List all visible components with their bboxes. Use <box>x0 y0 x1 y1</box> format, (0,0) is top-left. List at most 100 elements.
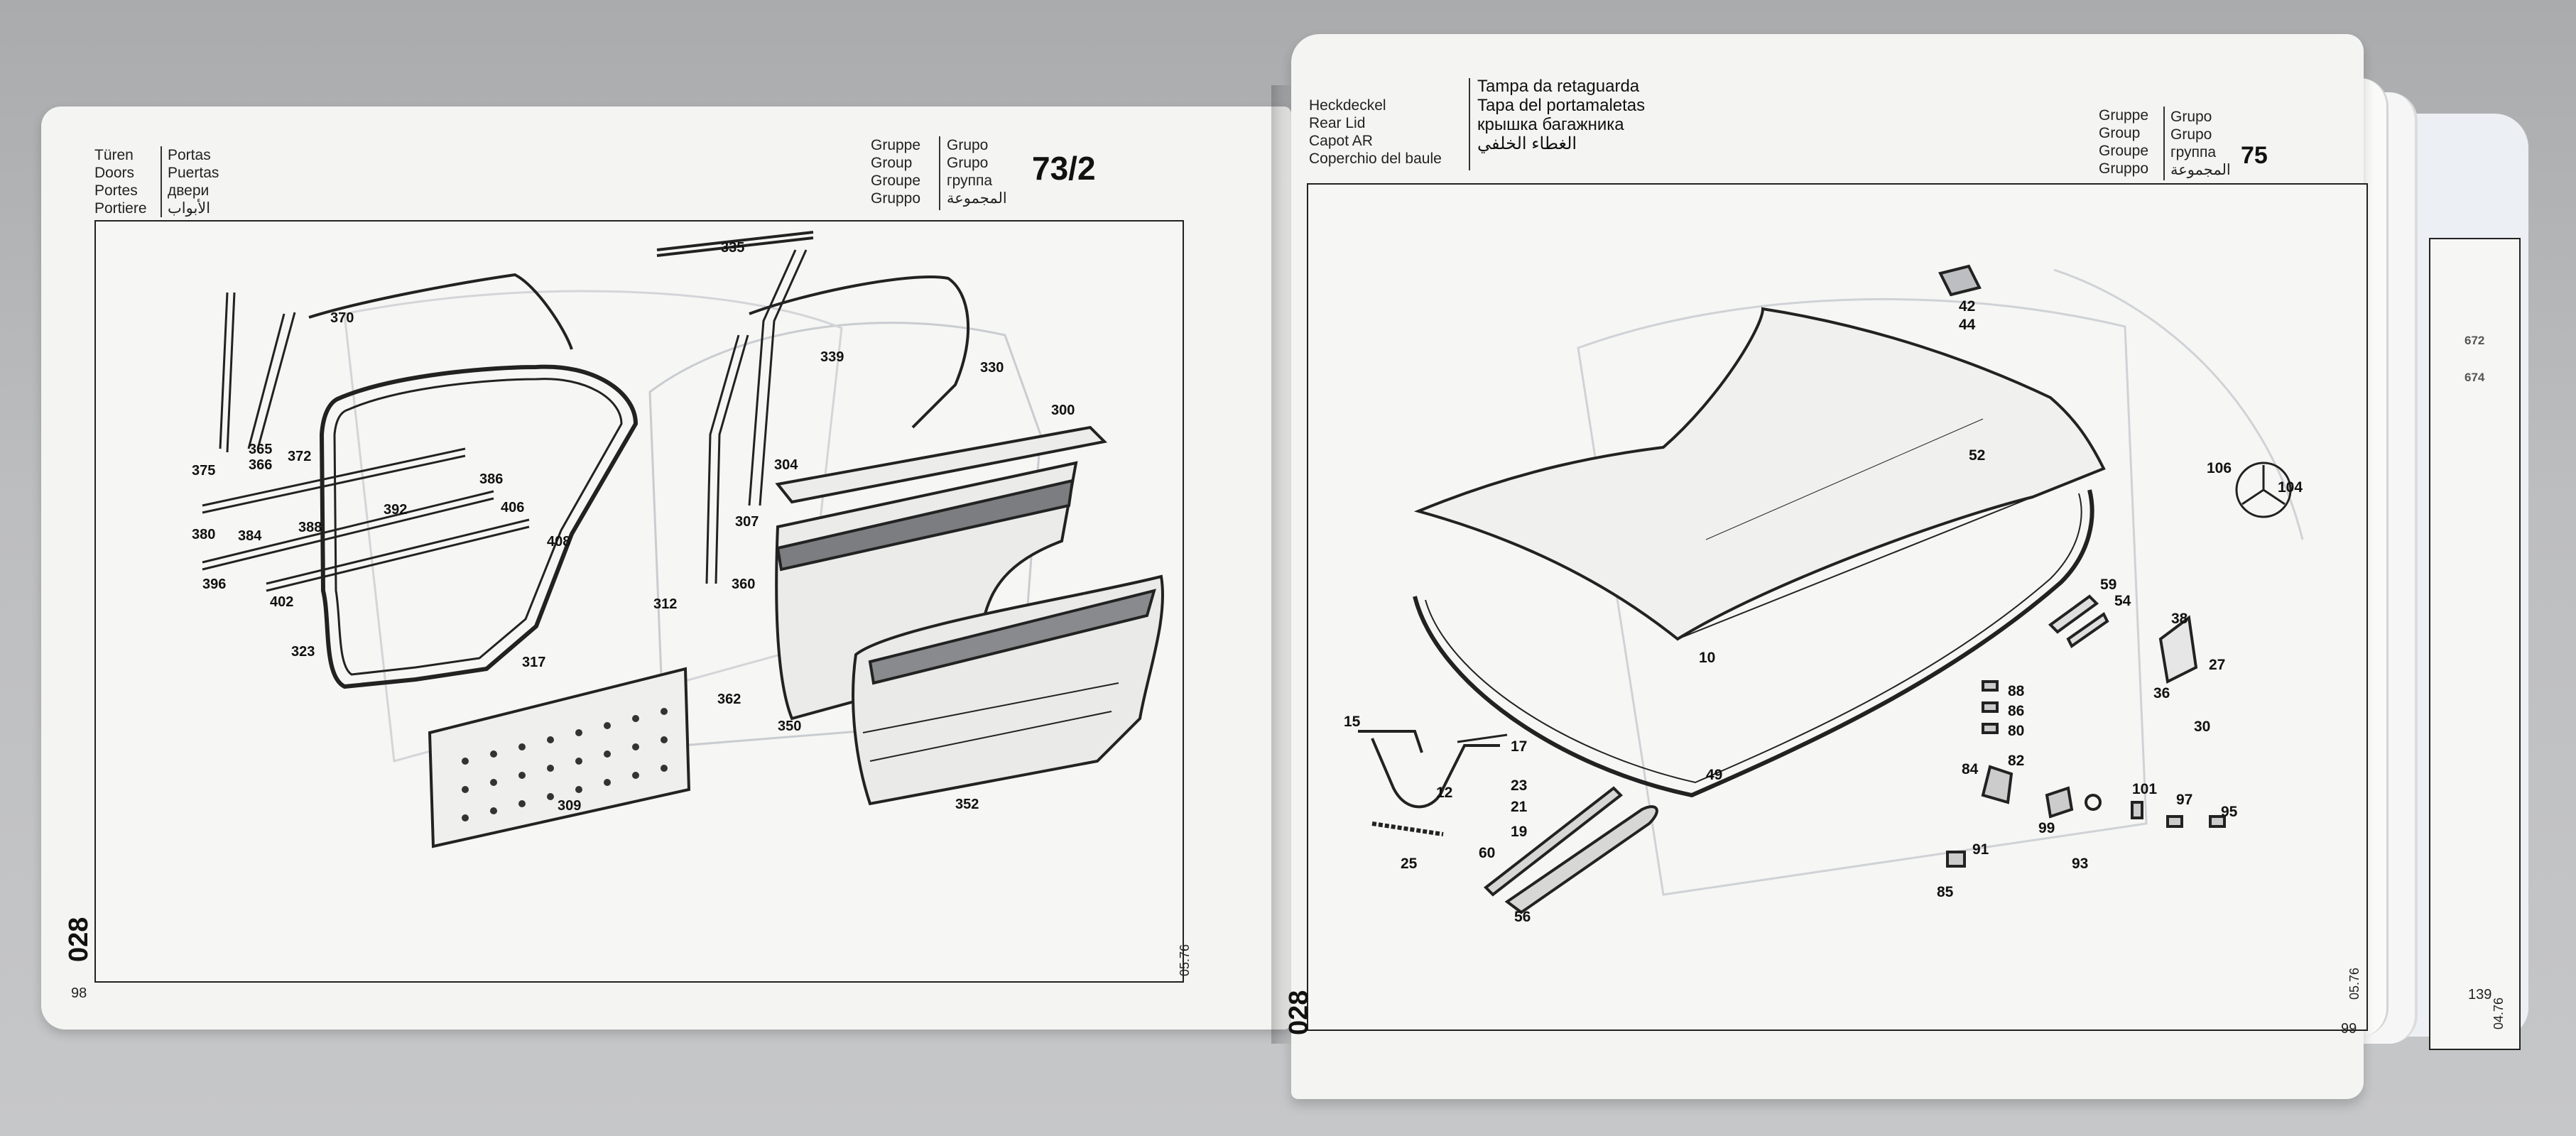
group-label: Gruppo <box>2099 160 2149 177</box>
part-label: 80 <box>2008 723 2025 739</box>
left-group-labels-2: Grupo Grupo группа المجموعة <box>947 136 1007 207</box>
next-part-label: 672 <box>2464 334 2485 347</box>
group-label: группа <box>2170 144 2217 160</box>
group-label: Gruppo <box>871 190 921 207</box>
right-group-labels: Gruppe Group Groupe Gruppo <box>2099 106 2148 178</box>
right-page: Heckdeckel Rear Lid Capot AR Coperchio d… <box>1284 34 2368 1099</box>
part-label: 82 <box>2008 753 2025 769</box>
part-label: 21 <box>1511 799 1528 815</box>
group-label: Group <box>871 155 913 171</box>
title-fr: Capot AR <box>1309 133 1373 149</box>
part-label: 362 <box>717 692 741 707</box>
divider <box>939 136 940 210</box>
title-pt: Tampa da retaguarda <box>1477 77 1640 96</box>
part-label: 386 <box>479 471 504 487</box>
part-label: 86 <box>2008 703 2025 719</box>
part-label: 17 <box>1511 738 1528 755</box>
part-label: 375 <box>192 463 216 479</box>
part-label: 60 <box>1479 845 1496 861</box>
left-title-col2: Portas Puertas двери الأبواب <box>168 146 219 217</box>
part-label: 93 <box>2072 856 2089 872</box>
divider <box>161 146 162 217</box>
title-de: Heckdeckel <box>1309 97 1386 114</box>
group-label: Grupo <box>947 137 989 153</box>
title-es: Puertas <box>168 165 219 181</box>
left-group-labels: Gruppe Group Groupe Gruppo <box>871 136 920 207</box>
part-label: 300 <box>1051 403 1075 418</box>
title-en: Rear Lid <box>1309 115 1366 131</box>
part-label: 360 <box>732 577 756 592</box>
divider <box>1469 78 1470 170</box>
part-label: 38 <box>2171 611 2188 627</box>
next-page-number: 139 <box>2468 987 2492 1003</box>
part-label: 88 <box>2008 683 2025 699</box>
part-label: 36 <box>2153 685 2170 701</box>
group-label: Grupo <box>2170 109 2212 125</box>
left-title-col1: Türen Doors Portes Portiere <box>94 146 147 217</box>
part-label: 97 <box>2176 792 2193 808</box>
part-label: 366 <box>249 457 273 473</box>
part-label: 49 <box>1706 767 1723 783</box>
part-label: 372 <box>288 449 312 464</box>
part-label: 380 <box>192 527 216 542</box>
part-label: 54 <box>2114 593 2131 609</box>
title-es: Tapa del portamaletas <box>1477 96 1646 115</box>
part-label: 84 <box>1962 761 1979 777</box>
group-label: Grupo <box>947 155 989 171</box>
part-label: 91 <box>1972 841 1989 858</box>
part-label: 408 <box>547 534 571 550</box>
part-label: 27 <box>2209 657 2226 673</box>
part-label: 323 <box>291 644 315 660</box>
part-label: 15 <box>1344 714 1361 730</box>
title-ar: الأبواب <box>168 200 211 217</box>
page-number: 99 <box>2341 1021 2357 1037</box>
group-number: 73/2 <box>1032 150 1096 187</box>
title-it: Portiere <box>94 200 147 217</box>
title-ru: крышка багажника <box>1477 115 1624 134</box>
page-number: 98 <box>71 985 87 1001</box>
title-fr: Portes <box>94 182 138 199</box>
part-label: 104 <box>2278 479 2303 496</box>
part-label: 304 <box>774 457 798 473</box>
part-label: 406 <box>501 500 525 515</box>
part-label: 95 <box>2221 804 2238 820</box>
part-label: 339 <box>820 349 844 365</box>
group-label: المجموعة <box>947 190 1007 207</box>
part-label: 106 <box>2207 460 2232 476</box>
part-label: 23 <box>1511 777 1528 794</box>
part-label: 350 <box>778 719 802 734</box>
door-parts-drawing <box>202 231 1165 848</box>
part-label: 307 <box>735 514 759 530</box>
date: 05.76 <box>1178 944 1192 976</box>
part-label: 396 <box>202 577 227 592</box>
part-label: 384 <box>238 528 262 544</box>
group-number: 75 <box>2241 142 2268 169</box>
left-page: Türen Doors Portes Portiere Portas Puert… <box>41 106 1291 1030</box>
part-label: 402 <box>270 594 294 610</box>
next-part-label: 674 <box>2464 371 2485 384</box>
group-label: Gruppe <box>871 137 921 153</box>
part-label: 365 <box>249 442 273 457</box>
next-date: 04.76 <box>2491 997 2506 1030</box>
right-group-labels-2: Grupo Grupo группа المجموعة <box>2170 108 2231 179</box>
title-ru: двери <box>168 182 210 199</box>
right-title-col1: Heckdeckel Rear Lid Capot AR Coperchio d… <box>1309 97 1442 168</box>
part-label: 12 <box>1436 785 1453 801</box>
part-label: 56 <box>1514 909 1531 925</box>
title-de: Türen <box>94 147 134 163</box>
part-label: 44 <box>1959 317 1976 333</box>
date: 05.76 <box>2347 967 2362 1000</box>
group-label: Groupe <box>2099 143 2149 159</box>
group-label: Grupo <box>2170 126 2212 143</box>
part-label: 330 <box>980 360 1004 376</box>
part-label: 52 <box>1969 447 1986 464</box>
group-label: المجموعة <box>2170 162 2231 178</box>
part-label: 59 <box>2100 577 2117 593</box>
part-label: 388 <box>298 520 322 535</box>
part-label: 85 <box>1937 884 1954 900</box>
part-label: 317 <box>522 655 546 670</box>
rear-lid-drawing <box>1358 264 2304 914</box>
page-code: 028 <box>1284 990 1314 1035</box>
part-label: 25 <box>1401 856 1418 872</box>
right-title-col2: Tampa da retaguarda Tapa del portamaleta… <box>1477 77 1645 153</box>
